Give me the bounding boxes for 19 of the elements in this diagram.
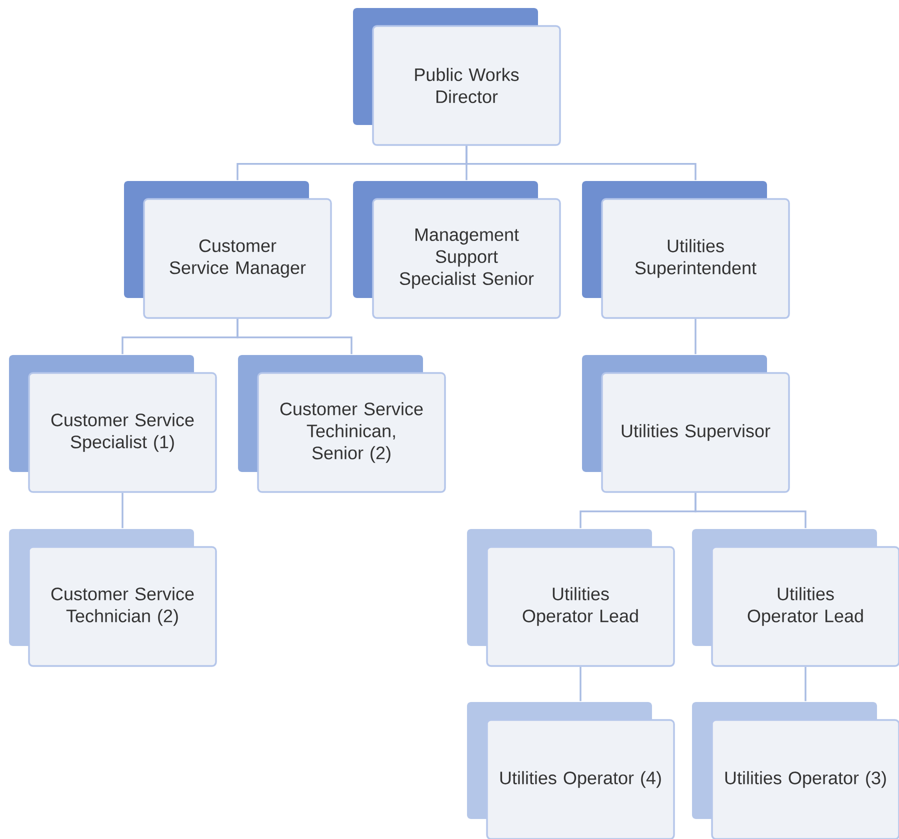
org-box: Management Support Specialist Senior	[353, 181, 561, 319]
connector-line	[236, 318, 352, 354]
org-box: Public Works Director	[353, 8, 561, 146]
connector-line	[694, 492, 806, 528]
connector-line	[804, 666, 806, 702]
org-box: Customer Service Techinican, Senior (2)	[238, 355, 446, 493]
connector-line	[466, 146, 696, 180]
org-box: Utilities Operator Lead	[692, 529, 899, 667]
connector-line	[580, 666, 582, 702]
org-box: Utilities Operator (3)	[692, 702, 899, 839]
org-box: Utilities Operator Lead	[467, 529, 675, 667]
org-box: Customer Service Specialist (1)	[9, 355, 217, 493]
org-box: Utilities Supervisor	[582, 355, 790, 493]
org-box: Utilities Operator (4)	[467, 702, 675, 839]
org-box: Customer Service Technician (2)	[9, 529, 217, 667]
org-box: Customer Service Manager	[124, 181, 332, 319]
connector-line	[122, 492, 124, 528]
connector-line	[694, 318, 696, 354]
org-box: Utilities Superintendent	[582, 181, 790, 319]
